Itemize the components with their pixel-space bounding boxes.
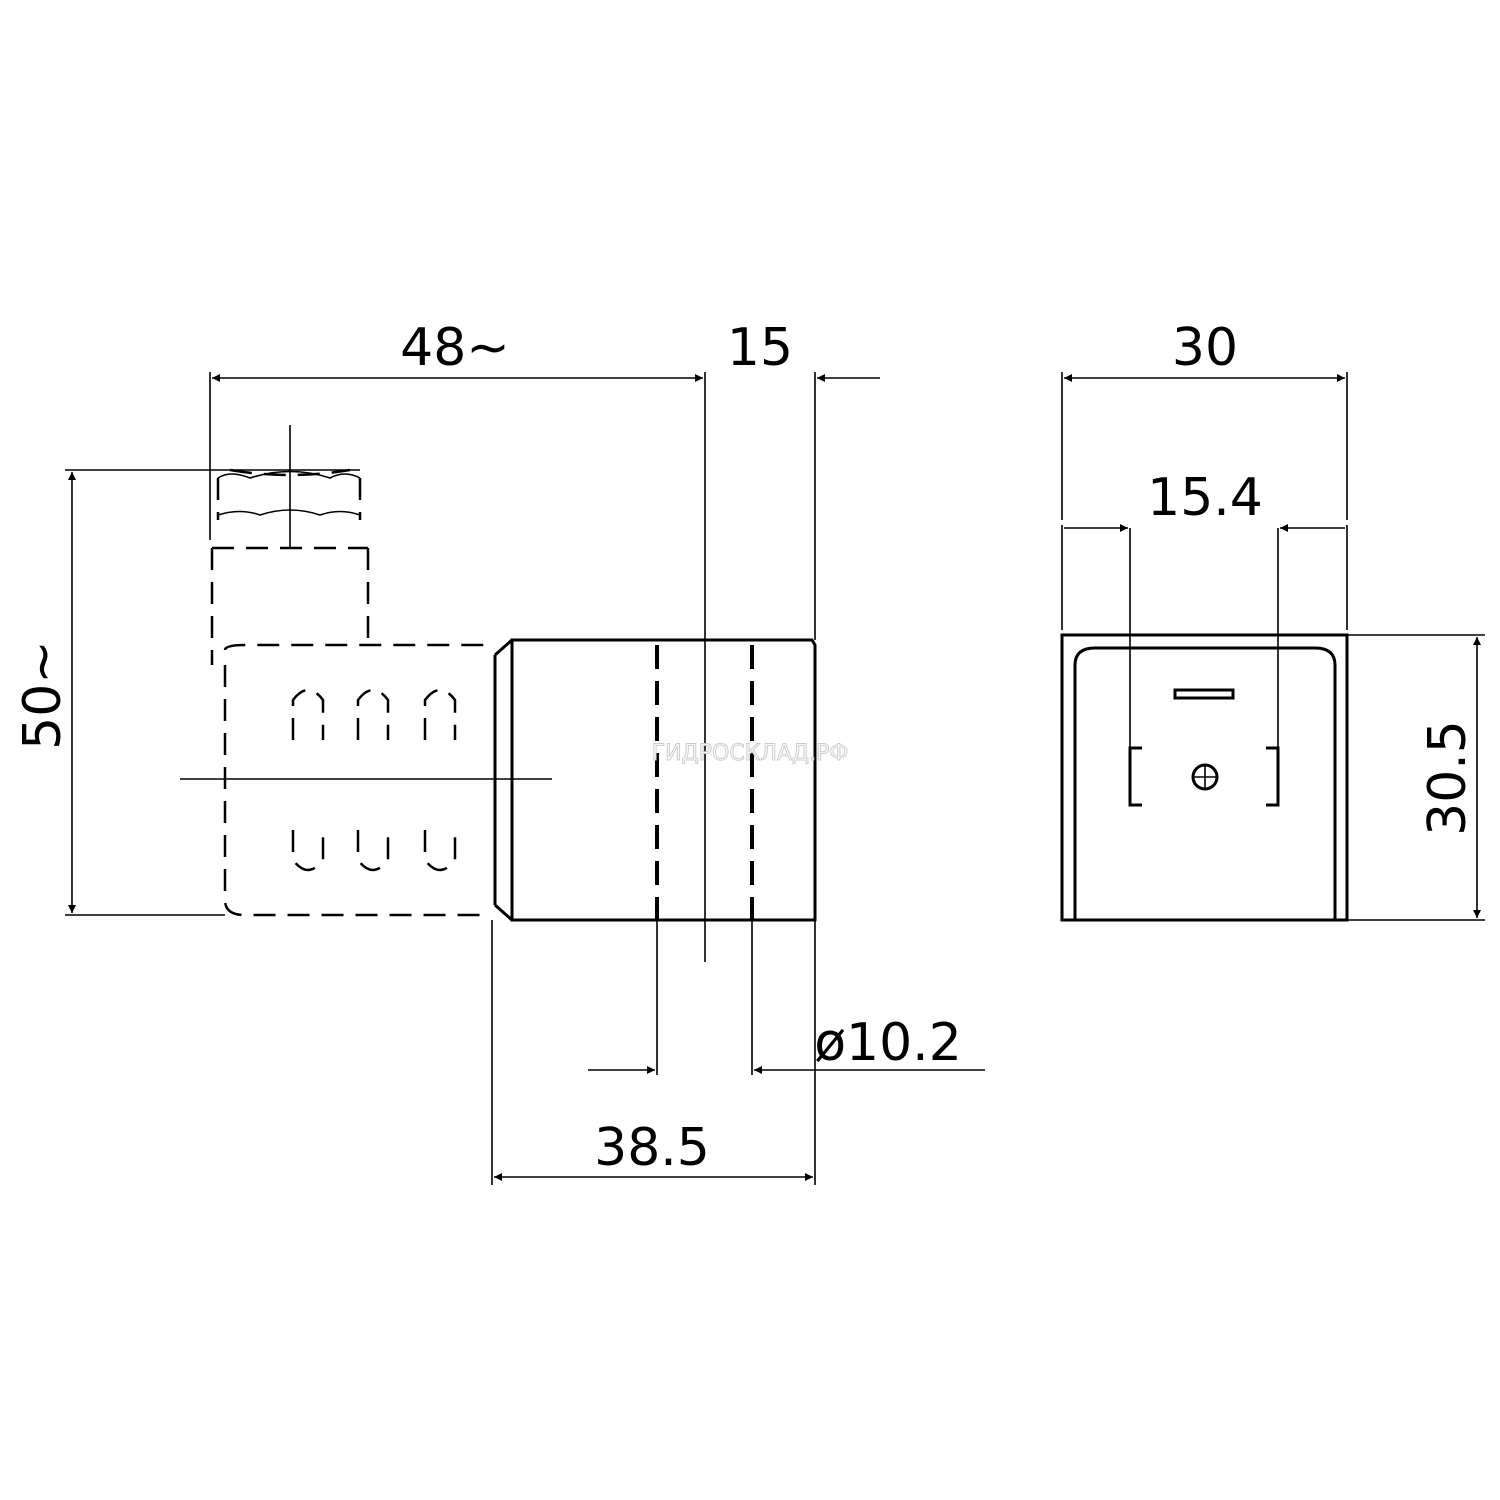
dim-connector-offset: 15 <box>727 318 793 378</box>
dim-overall-length: 48~ <box>400 318 510 378</box>
dim-body-length: 38.5 <box>594 1118 710 1178</box>
dimension-lines <box>65 372 985 1185</box>
power-pins <box>1128 746 1280 807</box>
connector-plug-dashed <box>210 425 490 917</box>
dim-bore-diameter: ø10.2 <box>814 1013 962 1073</box>
coil-front-view <box>1060 372 1485 922</box>
dim-body-height: 30.5 <box>1418 720 1478 836</box>
dim-height: 50~ <box>13 640 73 750</box>
ground-pin <box>1173 688 1235 700</box>
coil-body-side <box>493 372 817 962</box>
dim-pin-spacing: 15.4 <box>1147 468 1263 528</box>
watermark: ГИДРОСКЛАД.РФ <box>652 741 849 766</box>
dim-width: 30 <box>1172 318 1238 378</box>
vent-slots <box>291 688 457 872</box>
